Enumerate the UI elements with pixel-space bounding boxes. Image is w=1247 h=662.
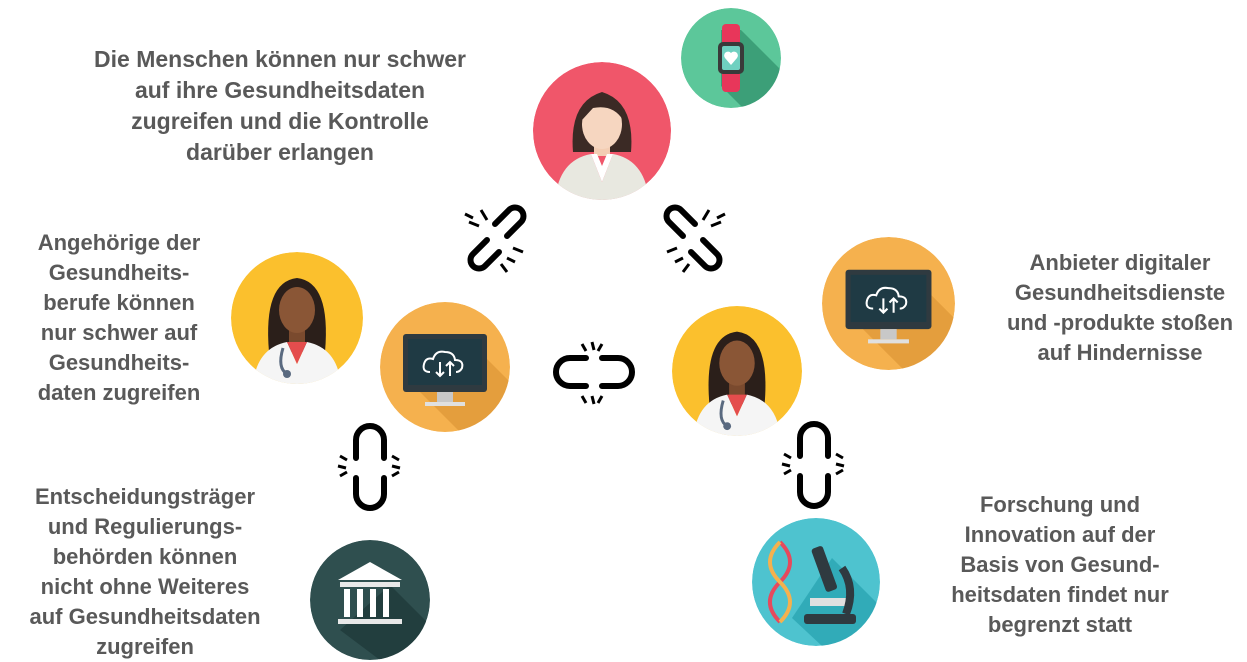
broken-chain-icon	[553, 341, 635, 405]
label-policy-makers: Entscheidungsträger und Regulierungs- be…	[29, 484, 261, 659]
doctor-avatar-icon	[231, 252, 363, 384]
broken-chain-icon	[663, 204, 726, 273]
woman-avatar-icon	[533, 62, 671, 200]
smartwatch-heart-icon	[681, 8, 781, 108]
doctor-avatar-icon	[672, 306, 802, 436]
cloud-monitor-icon	[822, 237, 955, 370]
label-patients: Die Menschen können nur schwer auf ihre …	[94, 46, 466, 165]
broken-chain-icon	[337, 423, 401, 511]
dna-microscope-icon	[752, 518, 880, 646]
cloud-monitor-icon	[380, 302, 510, 432]
label-research: Forschung und Innovation auf der Basis v…	[951, 492, 1169, 637]
government-building-icon	[310, 540, 430, 660]
broken-chain-icon	[464, 204, 527, 273]
label-health-professionals: Angehörige der Gesundheits- berufe könne…	[37, 230, 201, 405]
label-digital-providers: Anbieter digitaler Gesundheitsdienste un…	[1006, 250, 1234, 365]
broken-chain-icon	[781, 421, 845, 509]
